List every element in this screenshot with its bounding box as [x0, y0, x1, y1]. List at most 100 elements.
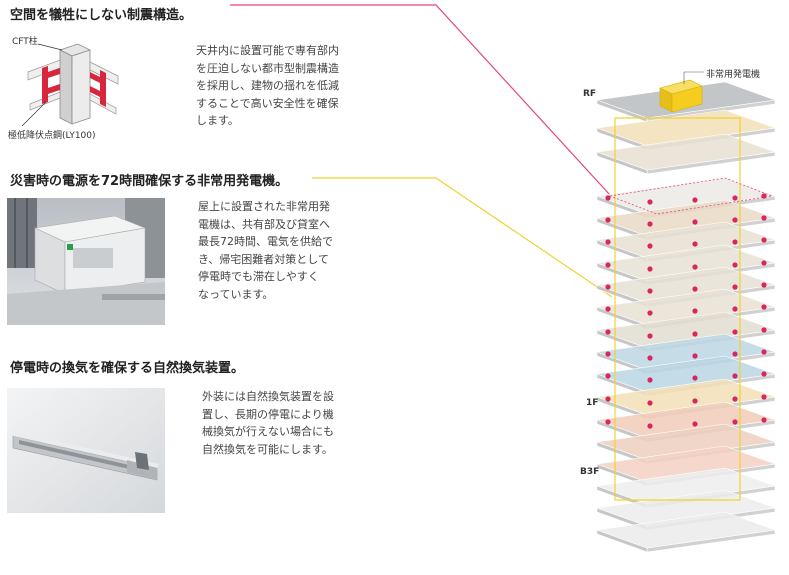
floor-slab	[646, 463, 776, 487]
body-seismic: 天井内に設置可能で専有部内 を圧迫しない都市型制震構造 を採用し、建物の揺れを低…	[196, 44, 339, 127]
generator-box	[671, 85, 703, 113]
damper-dot	[732, 217, 738, 223]
floor-slab	[596, 195, 648, 219]
damper-dot	[605, 351, 611, 357]
damper-dot	[605, 329, 611, 335]
damper-dot	[647, 355, 653, 361]
ventilation-photo	[7, 388, 165, 513]
floor-slab	[596, 244, 776, 282]
damper-dot	[605, 396, 611, 402]
floor-slab	[596, 489, 776, 527]
floor-slab	[596, 355, 776, 393]
floor-slab	[646, 329, 776, 353]
floor-slab	[596, 351, 648, 375]
damper-dot	[692, 219, 698, 225]
damper-dot	[692, 331, 698, 337]
damper-dot	[732, 351, 738, 357]
floor-slab	[596, 99, 648, 123]
label-generator: 非常用発電機	[706, 70, 761, 80]
floor-slab	[596, 423, 776, 461]
floor-label-rf: RF	[583, 89, 597, 99]
generator-image	[7, 198, 165, 325]
floor-slab	[646, 419, 776, 443]
heading-ventilation: 停電時の換気を確保する自然換気装置。	[10, 361, 245, 376]
floor-slab	[596, 109, 776, 147]
generator-photo	[7, 198, 165, 325]
damper-dot	[605, 239, 611, 245]
floor-slabs	[596, 81, 776, 553]
damper-dot	[761, 237, 767, 243]
body-generator: 屋上に設置された非常用発 電機は、共有部及び貸室へ 最長72時間、電気を供給で …	[198, 200, 333, 301]
cft-column-icon	[21, 43, 119, 127]
damper-dot	[761, 193, 767, 199]
damper-dot	[647, 243, 653, 249]
damper-dot	[732, 284, 738, 290]
damper-dot	[761, 394, 767, 400]
damper-dot	[761, 282, 767, 288]
damper-dot	[605, 284, 611, 290]
floor-slab	[596, 445, 776, 483]
floor-slab	[646, 529, 776, 553]
floor-slab	[596, 81, 776, 119]
floor-slab	[646, 127, 776, 151]
damper-dot	[605, 419, 611, 425]
floor-slab	[596, 419, 648, 443]
heading-seismic: 空間を犠牲にしない制震構造。	[10, 8, 193, 23]
damper-dot	[692, 308, 698, 314]
floor-slab	[596, 401, 776, 439]
yellow-connector-line	[312, 177, 613, 298]
floor-slab	[596, 266, 776, 304]
floor-slab	[646, 507, 776, 531]
damper-dot	[692, 286, 698, 292]
floor-slab	[596, 463, 648, 487]
damper-dot	[647, 199, 653, 205]
floor-slab	[596, 133, 776, 171]
floor-slab	[596, 199, 776, 237]
damper-dot	[647, 377, 653, 383]
floor-slab	[596, 151, 648, 175]
floor-slab	[646, 239, 776, 263]
floor-slab	[596, 239, 648, 263]
floor-slab	[596, 217, 648, 241]
damper-dot	[605, 306, 611, 312]
floor-slab	[646, 99, 776, 123]
damper-dot	[761, 260, 767, 266]
floor-slab	[596, 485, 648, 509]
floor-slab	[596, 467, 776, 505]
damper-dot	[692, 421, 698, 427]
damper-dot	[692, 264, 698, 270]
floor-slab	[646, 262, 776, 286]
floor-slab	[596, 396, 648, 420]
damper-dot	[732, 419, 738, 425]
seismic-structure-illustration	[8, 32, 128, 137]
damper-dot	[692, 197, 698, 203]
floor-slab	[596, 333, 776, 371]
damper-dot	[605, 262, 611, 268]
damper-dot	[761, 304, 767, 310]
damper-dot	[692, 398, 698, 404]
damper-dot	[692, 375, 698, 381]
floor-slab	[646, 373, 776, 397]
ventilation-device-image	[7, 388, 165, 513]
floor-slab	[646, 306, 776, 330]
damper-dot	[732, 306, 738, 312]
floor-slab	[596, 378, 776, 416]
floor-slab	[596, 127, 648, 151]
damper-dot	[647, 221, 653, 227]
floor-slab	[646, 396, 776, 420]
damper-dot	[692, 241, 698, 247]
damper-dot	[647, 288, 653, 294]
floor-slab	[646, 151, 776, 175]
damper-dot	[761, 417, 767, 423]
floor-slab	[596, 177, 776, 215]
floor-slab	[596, 441, 648, 465]
damper-dot	[732, 373, 738, 379]
floor-slab	[646, 441, 776, 465]
damper-dot	[647, 400, 653, 406]
damper-dot	[605, 195, 611, 201]
damper-dot	[647, 310, 653, 316]
damper-dot	[647, 423, 653, 429]
damper-dot	[605, 373, 611, 379]
body-ventilation: 外装には自然換気装置を設 置し、長期の停電により機 械換気が行えない場合にも 自…	[202, 390, 334, 456]
floor-slab	[646, 485, 776, 509]
